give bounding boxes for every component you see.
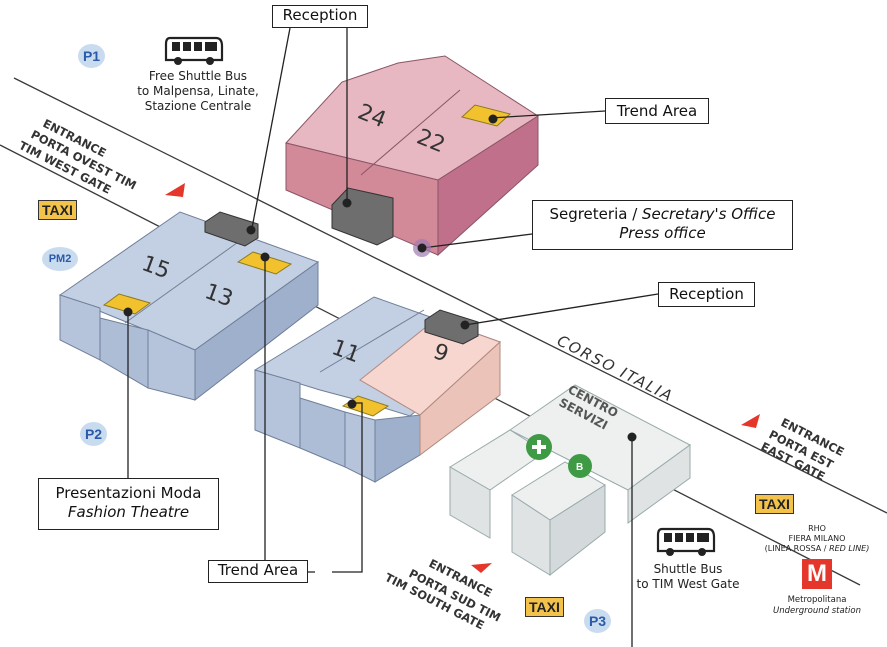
taxi-left[interactable]: TAXI bbox=[38, 200, 77, 220]
hall-divider bbox=[360, 89, 461, 176]
hall-24-22-side bbox=[437, 115, 539, 257]
metro-m-icon[interactable]: M bbox=[802, 559, 832, 589]
secretary-line-1: Segreteria / Secretary's Office bbox=[549, 205, 776, 223]
hall-15-13-front-b bbox=[99, 317, 149, 389]
shuttle-top-text: Free Shuttle Bus to Malpensa, Linate, St… bbox=[137, 69, 259, 113]
bank-icon-letter: B bbox=[576, 462, 583, 473]
hall-11-front-a bbox=[254, 369, 301, 449]
reception-callout-top[interactable]: Reception bbox=[272, 5, 368, 28]
reception-callout-right[interactable]: Reception bbox=[658, 282, 755, 307]
centro-servizi-building[interactable] bbox=[449, 384, 691, 577]
triangle-marker-icon bbox=[741, 414, 760, 428]
reception-kiosk-top[interactable] bbox=[331, 187, 394, 246]
hall-block-24-22[interactable] bbox=[285, 55, 539, 257]
fashion-theatre-callout[interactable]: Presentazioni Moda Fashion Theatre bbox=[38, 478, 219, 530]
hall-divider bbox=[124, 234, 249, 324]
hall-9-side bbox=[419, 340, 501, 456]
trend-area-label: Trend Area bbox=[217, 561, 299, 579]
hall-11-front-b bbox=[299, 397, 346, 468]
parking-pm2[interactable]: PM2 bbox=[42, 247, 78, 271]
reception-kiosk-left bbox=[204, 211, 259, 247]
taxi-right[interactable]: TAXI bbox=[755, 494, 794, 514]
service-block-b-side bbox=[549, 484, 606, 577]
press-office-label: Press office bbox=[619, 224, 706, 242]
parking-p2[interactable]: P2 bbox=[80, 422, 107, 446]
trend-area-label: Trend Area bbox=[616, 102, 698, 120]
triangle-marker-icon bbox=[471, 563, 492, 573]
triangle-marker-icon bbox=[165, 183, 185, 197]
reception-label: Reception bbox=[282, 6, 358, 24]
hall-11-side bbox=[374, 414, 421, 483]
fashion-line-1: Presentazioni Moda bbox=[55, 484, 202, 502]
service-block-a-front bbox=[449, 466, 491, 539]
taxi-bottom[interactable]: TAXI bbox=[525, 597, 564, 617]
trend-area-marker-top[interactable] bbox=[460, 104, 512, 127]
bank-icon bbox=[568, 454, 592, 478]
metro-label: Metropolitana Underground station bbox=[773, 595, 861, 616]
reception-label: Reception bbox=[669, 285, 744, 303]
shuttle-bottom-text: Shuttle Bus to TIM West Gate bbox=[636, 562, 740, 591]
parking-p1[interactable]: P1 bbox=[78, 44, 105, 68]
hall-15-13-side bbox=[194, 261, 319, 402]
trend-area-callout-top[interactable]: Trend Area bbox=[605, 98, 709, 124]
bus-icon bbox=[656, 527, 716, 556]
hall-11-front-c bbox=[344, 411, 376, 483]
centro-side bbox=[627, 444, 691, 524]
fashion-line-2: Fashion Theatre bbox=[67, 503, 190, 521]
leader-dots bbox=[123, 114, 637, 442]
hall-block-15-13[interactable] bbox=[58, 211, 320, 402]
metro-station-text: RHO FIERA MILANO (LINEA ROSSA / RED LINE… bbox=[764, 524, 870, 553]
secretary-office-callout[interactable]: Segreteria / Secretary's Office Press of… bbox=[532, 200, 793, 250]
road-edge-north bbox=[13, 77, 887, 514]
bus-icon bbox=[164, 36, 224, 65]
parking-p3[interactable]: P3 bbox=[584, 609, 611, 633]
trend-area-callout-bottom[interactable]: Trend Area bbox=[208, 560, 308, 583]
hall-divider bbox=[319, 309, 425, 373]
reception-kiosk-right[interactable] bbox=[424, 309, 479, 345]
